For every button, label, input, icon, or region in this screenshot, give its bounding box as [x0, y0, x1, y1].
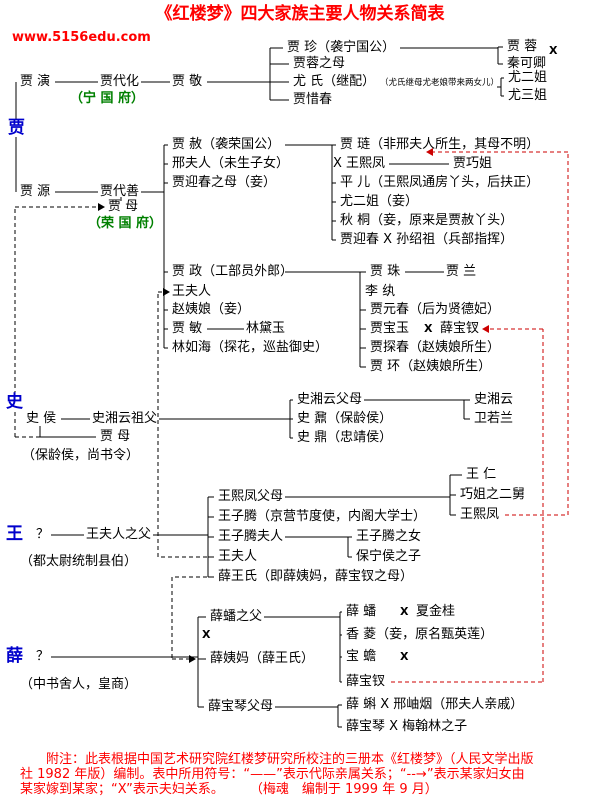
node-x-baoyu-baochai: X — [424, 322, 433, 335]
node-wang-ziteng-furen: 王子腾夫人 — [218, 529, 284, 544]
node-you-erjie: 尤二姐（妾） — [340, 194, 419, 209]
node-x-xuepan-fu-yima: X — [202, 628, 211, 641]
node-wang-title: （都太尉统制县伯） — [20, 554, 138, 569]
node-jia-she: 贾 赦（袭荣国公） — [172, 137, 281, 152]
node-shi-xiangyun: 史湘云 — [474, 392, 514, 407]
node-ping-er: 平 儿（王熙凤通房丫头，后扶正） — [340, 175, 540, 190]
node-xue-baoqin: 薛宝琴 X 梅翰林之子 — [346, 719, 468, 734]
node-xue-ke: 薛 蝌 X 邢岫烟（邢夫人亲戚） — [346, 697, 524, 712]
node-jia-yuanchun: 贾元春（后为贤德妃） — [370, 302, 501, 317]
node-shi-nai: 史 鼐（保龄侯） — [297, 411, 393, 426]
node-rongguofu: （荣 国 府） — [88, 216, 163, 231]
node-wei-ruolan: 卫若兰 — [474, 411, 514, 426]
node-qiaojie-er-jiu: 巧姐之二舅 — [460, 487, 526, 502]
node-wang-furen-zhi-fu: 王夫人之父 — [86, 527, 152, 542]
node-xia-jingui: 夏金桂 — [416, 604, 456, 619]
node-wang-ziteng: 王子腾（京营节度使，内阁大学士） — [218, 509, 427, 524]
node-jia-zhen: 贾 珍（袭宁国公） — [287, 40, 396, 55]
marriage-arrowhead — [426, 148, 433, 156]
node-xue-pan: 薛 蟠 — [346, 604, 377, 619]
node-wang-furen: 王夫人 — [172, 284, 212, 299]
footer-line-1: 附注：此表根据中国艺术研究院红楼梦研究所校注的三册本《红楼梦》（人民文学出版 — [20, 752, 534, 767]
node-xue-baoqin-fumu: 薛宝琴父母 — [208, 699, 274, 714]
marriage-arrowhead — [98, 203, 105, 211]
dashed-marriage-paths-red — [391, 151, 569, 683]
node-jia-baoyu: 贾宝玉 — [370, 321, 410, 336]
node-zhao-yiniang: 赵姨娘（妾） — [172, 302, 251, 317]
node-wang-xifeng-wang: 王熙凤 — [460, 507, 500, 522]
node-wang-ziteng-zhi-nv: 王子腾之女 — [356, 529, 422, 544]
node-wang-family: 王 — [4, 524, 25, 544]
node-ningguofu: （宁 国 府） — [70, 91, 145, 106]
node-baoninghou-zhi-zi: 保宁侯之子 — [356, 549, 422, 564]
node-you-shi: 尤 氏（继配） — [293, 74, 376, 89]
marriage-arrowhead — [189, 655, 196, 663]
node-bao-chan: 宝 蟾 — [346, 649, 377, 664]
node-jia-mu: 贾 母 — [108, 199, 139, 214]
node-wang-furen-wang: 王夫人 — [218, 549, 258, 564]
node-jia-min: 贾 敏 — [172, 321, 203, 336]
node-qiu-tong: 秋 桐（妾，原来是贾赦丫头） — [340, 213, 514, 228]
node-lin-daiyu: 林黛玉 — [246, 321, 286, 336]
page-title: 《红楼梦》四大家族主要人物关系简表 — [155, 4, 445, 24]
node-xue-pan-zhi-fu: 薛蟠之父 — [210, 609, 263, 624]
footer-line-2: 社 1982 年版）编制。表中所用符号：“——”表示代际亲属关系；“--→”表示… — [20, 767, 525, 782]
node-jia-qiaojie: 贾巧姐 — [453, 156, 493, 171]
arrowheads — [98, 148, 489, 663]
marriage-arrowhead — [482, 325, 489, 333]
node-x-jiarong-qinkeqing: X — [549, 44, 558, 57]
node-xue-family: 薛 — [4, 646, 25, 666]
node-shi-hou: 史 侯 — [26, 411, 57, 426]
watermark-link[interactable]: www.5156edu.com — [12, 30, 151, 45]
node-shi-xiangyun-zufu: 史湘云祖父 — [92, 411, 158, 426]
node-lin-ruhai: 林如海（探花，巡盐御史） — [172, 340, 329, 355]
node-jia-yuan: 贾 源 — [20, 184, 51, 199]
node-jia-daihua: 贾代化 — [100, 74, 140, 89]
node-jia-daishan: 贾代善 — [100, 184, 140, 199]
node-jia-rong: 贾 蓉 — [507, 39, 538, 54]
node-jia-zhu: 贾 珠 — [370, 264, 401, 279]
node-shi-ding: 史 鼎（忠靖侯） — [297, 430, 393, 445]
node-jia-lan: 贾 兰 — [446, 264, 477, 279]
node-jia-family: 贾 — [6, 118, 27, 138]
node-xue-baochai-jia: 薛宝钗 — [440, 321, 480, 336]
node-xue-baochai: 薛宝钗 — [346, 674, 386, 689]
node-you-erjie-ning: 尤二姐 — [508, 70, 548, 85]
node-shi-hou-title: （保龄侯，尚书令） — [22, 448, 140, 463]
node-jia-yingchun: 贾迎春 X 孙绍祖（兵部指挥） — [340, 232, 514, 247]
node-xue-ancestor: ？ — [36, 649, 50, 664]
node-you-sanjie: 尤三姐 — [508, 88, 548, 103]
node-jia-yingchun-zhi-mu: 贾迎春之母（妾） — [172, 175, 277, 190]
node-jia-lian: 贾 琏（非邢夫人所生，其母不明） — [340, 137, 540, 152]
marriage-arrowhead — [163, 288, 170, 296]
node-xue-wang-shi: 薛王氏（即薛姨妈，薛宝钗之母） — [218, 569, 414, 584]
node-xing-furen: 邢夫人（未生子女） — [172, 156, 290, 171]
node-jia-xichun: 贾惜春 — [293, 92, 333, 107]
node-shi-family: 史 — [4, 392, 25, 412]
node-jia-zheng: 贾 政（工部员外郎） — [172, 264, 294, 279]
node-x-baochan: X — [400, 650, 409, 663]
node-x-xuepan-xiajingui: X — [400, 605, 409, 618]
footer-line-3: 某家嫁到某家；“X”表示夫妇关系。 （梅魂 编制于 1999 年 9 月） — [20, 782, 438, 797]
node-xue-yima: 薛姨妈（薛王氏） — [210, 651, 315, 666]
node-jia-huan: 贾 环（赵姨娘所生） — [370, 359, 492, 374]
node-xiang-ling: 香 菱（妾，原名甄英莲） — [346, 627, 494, 642]
node-xue-title: （中书舍人，皇商） — [20, 677, 138, 692]
node-you-laoniang-note: （尤氏继母尤老娘带来两女儿） — [380, 78, 500, 88]
node-wang-ancestor: ？ — [36, 527, 50, 542]
node-qin-keqing: 秦可卿 — [507, 56, 547, 71]
node-jia-rong-zhi-mu: 贾蓉之母 — [293, 56, 346, 71]
node-wang-xifeng-fumu: 王熙凤父母 — [218, 489, 284, 504]
node-jia-mu-shi: 贾 母 — [100, 429, 131, 444]
node-wang-ren: 王 仁 — [466, 467, 497, 482]
node-wang-xifeng: X 王熙凤 — [333, 156, 386, 171]
node-jia-yan: 贾 演 — [20, 74, 51, 89]
solid-connectors — [15, 46, 504, 728]
node-shi-xiangyun-fumu: 史湘云父母 — [297, 392, 363, 407]
node-li-wan: 李 纨 — [365, 284, 396, 299]
node-jia-jing: 贾 敬 — [172, 74, 203, 89]
node-jia-tanchun: 贾探春（赵姨娘所生） — [370, 340, 501, 355]
